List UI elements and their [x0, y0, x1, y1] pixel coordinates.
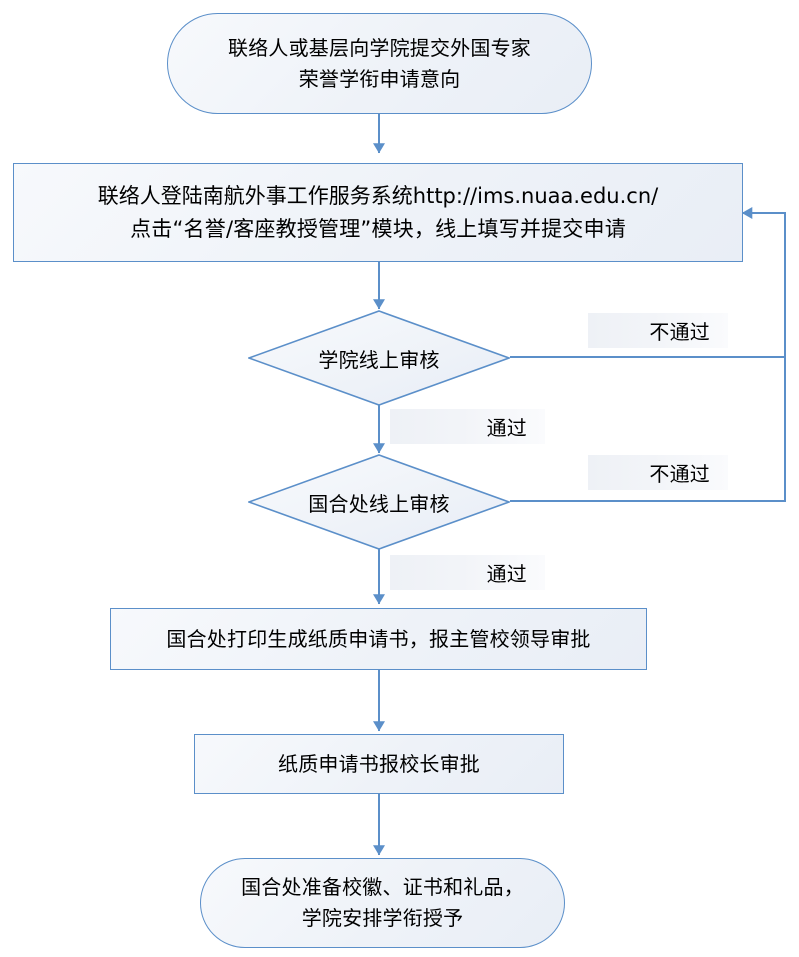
node-college-online-review-label: 学院线上审核: [318, 347, 440, 372]
edge-label-ghc-reject: 不通过: [588, 455, 728, 490]
edge-label-college-reject: 不通过: [588, 313, 728, 348]
edge-label-college-pass-text: 通过: [486, 416, 527, 440]
node-finish-line-1: 国合处准备校徽、证书和礼品，: [241, 875, 524, 899]
node-finish[interactable]: 国合处准备校徽、证书和礼品， 学院安排学衔授予: [200, 858, 565, 948]
diamond-shape: [248, 310, 510, 406]
edge-label-ghc-pass: 通过: [390, 555, 545, 590]
node-submit-line-1: 联络人登陆南航外事工作服务系统http://ims.nuaa.edu.cn/: [97, 183, 659, 208]
node-start-line-2: 荣誉学衔申请意向: [298, 66, 461, 91]
node-president-approval[interactable]: 纸质申请书报校长审批: [194, 734, 564, 794]
edge-label-ghc-reject-text: 不通过: [649, 462, 710, 486]
connector-college-reject-loop: [510, 207, 786, 358]
connector-ghc-reject-loop: [510, 357, 786, 502]
node-submit-application[interactable]: 联络人登陆南航外事工作服务系统http://ims.nuaa.edu.cn/ 点…: [13, 163, 743, 262]
edge-label-college-reject-text: 不通过: [649, 320, 710, 344]
edge-label-ghc-pass-text: 通过: [486, 562, 527, 586]
node-finish-line-2: 学院安排学衔授予: [301, 906, 464, 930]
node-submit-line-2: 点击“名誉/客座教授管理”模块，线上填写并提交申请: [130, 216, 626, 241]
diamond-shape: [248, 454, 510, 550]
node-start[interactable]: 联络人或基层向学院提交外国专家 荣誉学衔申请意向: [167, 13, 592, 114]
node-president-approval-label: 纸质申请书报校长审批: [278, 751, 480, 776]
node-print-paper-application-label: 国合处打印生成纸质申请书，报主管校领导审批: [166, 626, 591, 651]
node-college-online-review[interactable]: 学院线上审核: [248, 310, 510, 406]
node-ghc-online-review[interactable]: 国合处线上审核: [248, 454, 510, 550]
node-ghc-online-review-label: 国合处线上审核: [308, 491, 450, 516]
node-print-paper-application[interactable]: 国合处打印生成纸质申请书，报主管校领导审批: [110, 608, 647, 670]
edge-label-college-pass: 通过: [390, 409, 545, 444]
node-start-line-1: 联络人或基层向学院提交外国专家: [228, 35, 531, 60]
